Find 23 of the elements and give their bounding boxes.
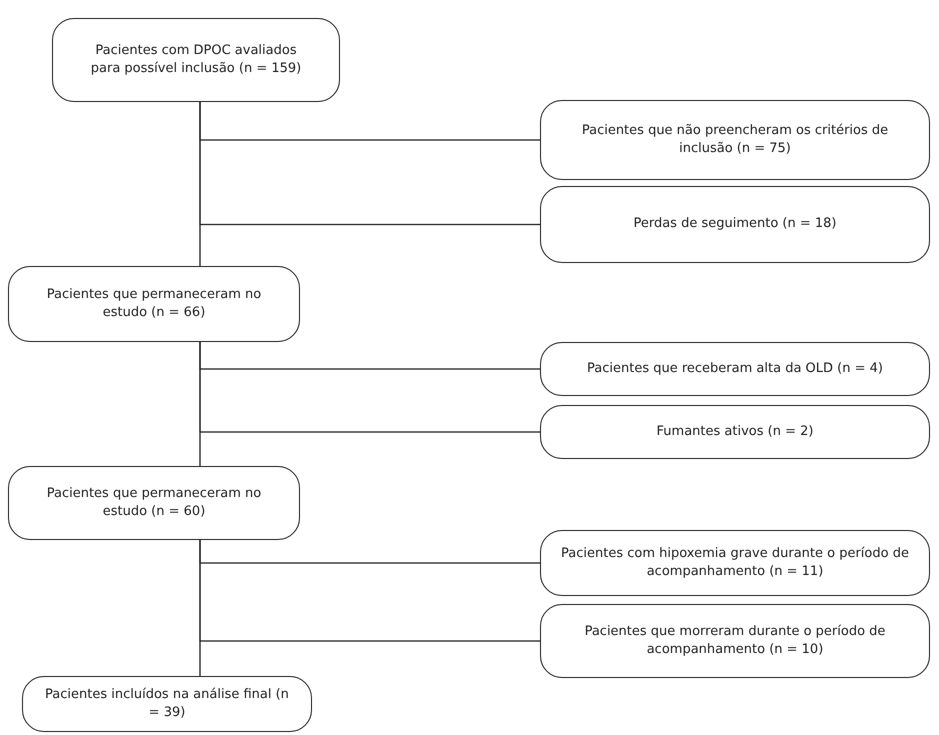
connector-line [199, 102, 201, 266]
box-text: Pacientes que receberam alta da OLD (n = 4) [587, 360, 883, 378]
box-text: Fumantes ativos (n = 2) [656, 422, 814, 441]
box-text: Pacientes com DPOC avaliados para possível inclusão (n = 159) [90, 42, 302, 78]
connector-line [199, 342, 201, 466]
box-text: Pacientes incluídos na análise final (n = 39) [44, 686, 290, 722]
process-box [540, 342, 930, 396]
process-box [540, 186, 930, 263]
box-text: Pacientes que morreram durante o período de acompanhamento (n = 10) [584, 622, 886, 659]
box-text: Pacientes que não preencheram os critérios de inclusão (n = 75) [581, 122, 889, 158]
box-text: Pacientes com hipoxemia grave durante o período de acompanhamento (n = 11) [560, 544, 910, 581]
box-text: Pacientes que permaneceram no estudo (n = 66) [46, 286, 262, 322]
process-box [8, 466, 300, 540]
process-box [52, 18, 340, 102]
box-text: Perdas de seguimento (n = 18) [633, 215, 837, 234]
process-box [540, 604, 930, 678]
connector-line [199, 540, 201, 676]
process-box [540, 100, 930, 180]
box-text: Pacientes que permaneceram no estudo (n = 60) [46, 484, 262, 521]
process-box [540, 405, 930, 459]
process-box [540, 530, 930, 596]
process-box [8, 266, 300, 342]
process-box [22, 676, 312, 732]
